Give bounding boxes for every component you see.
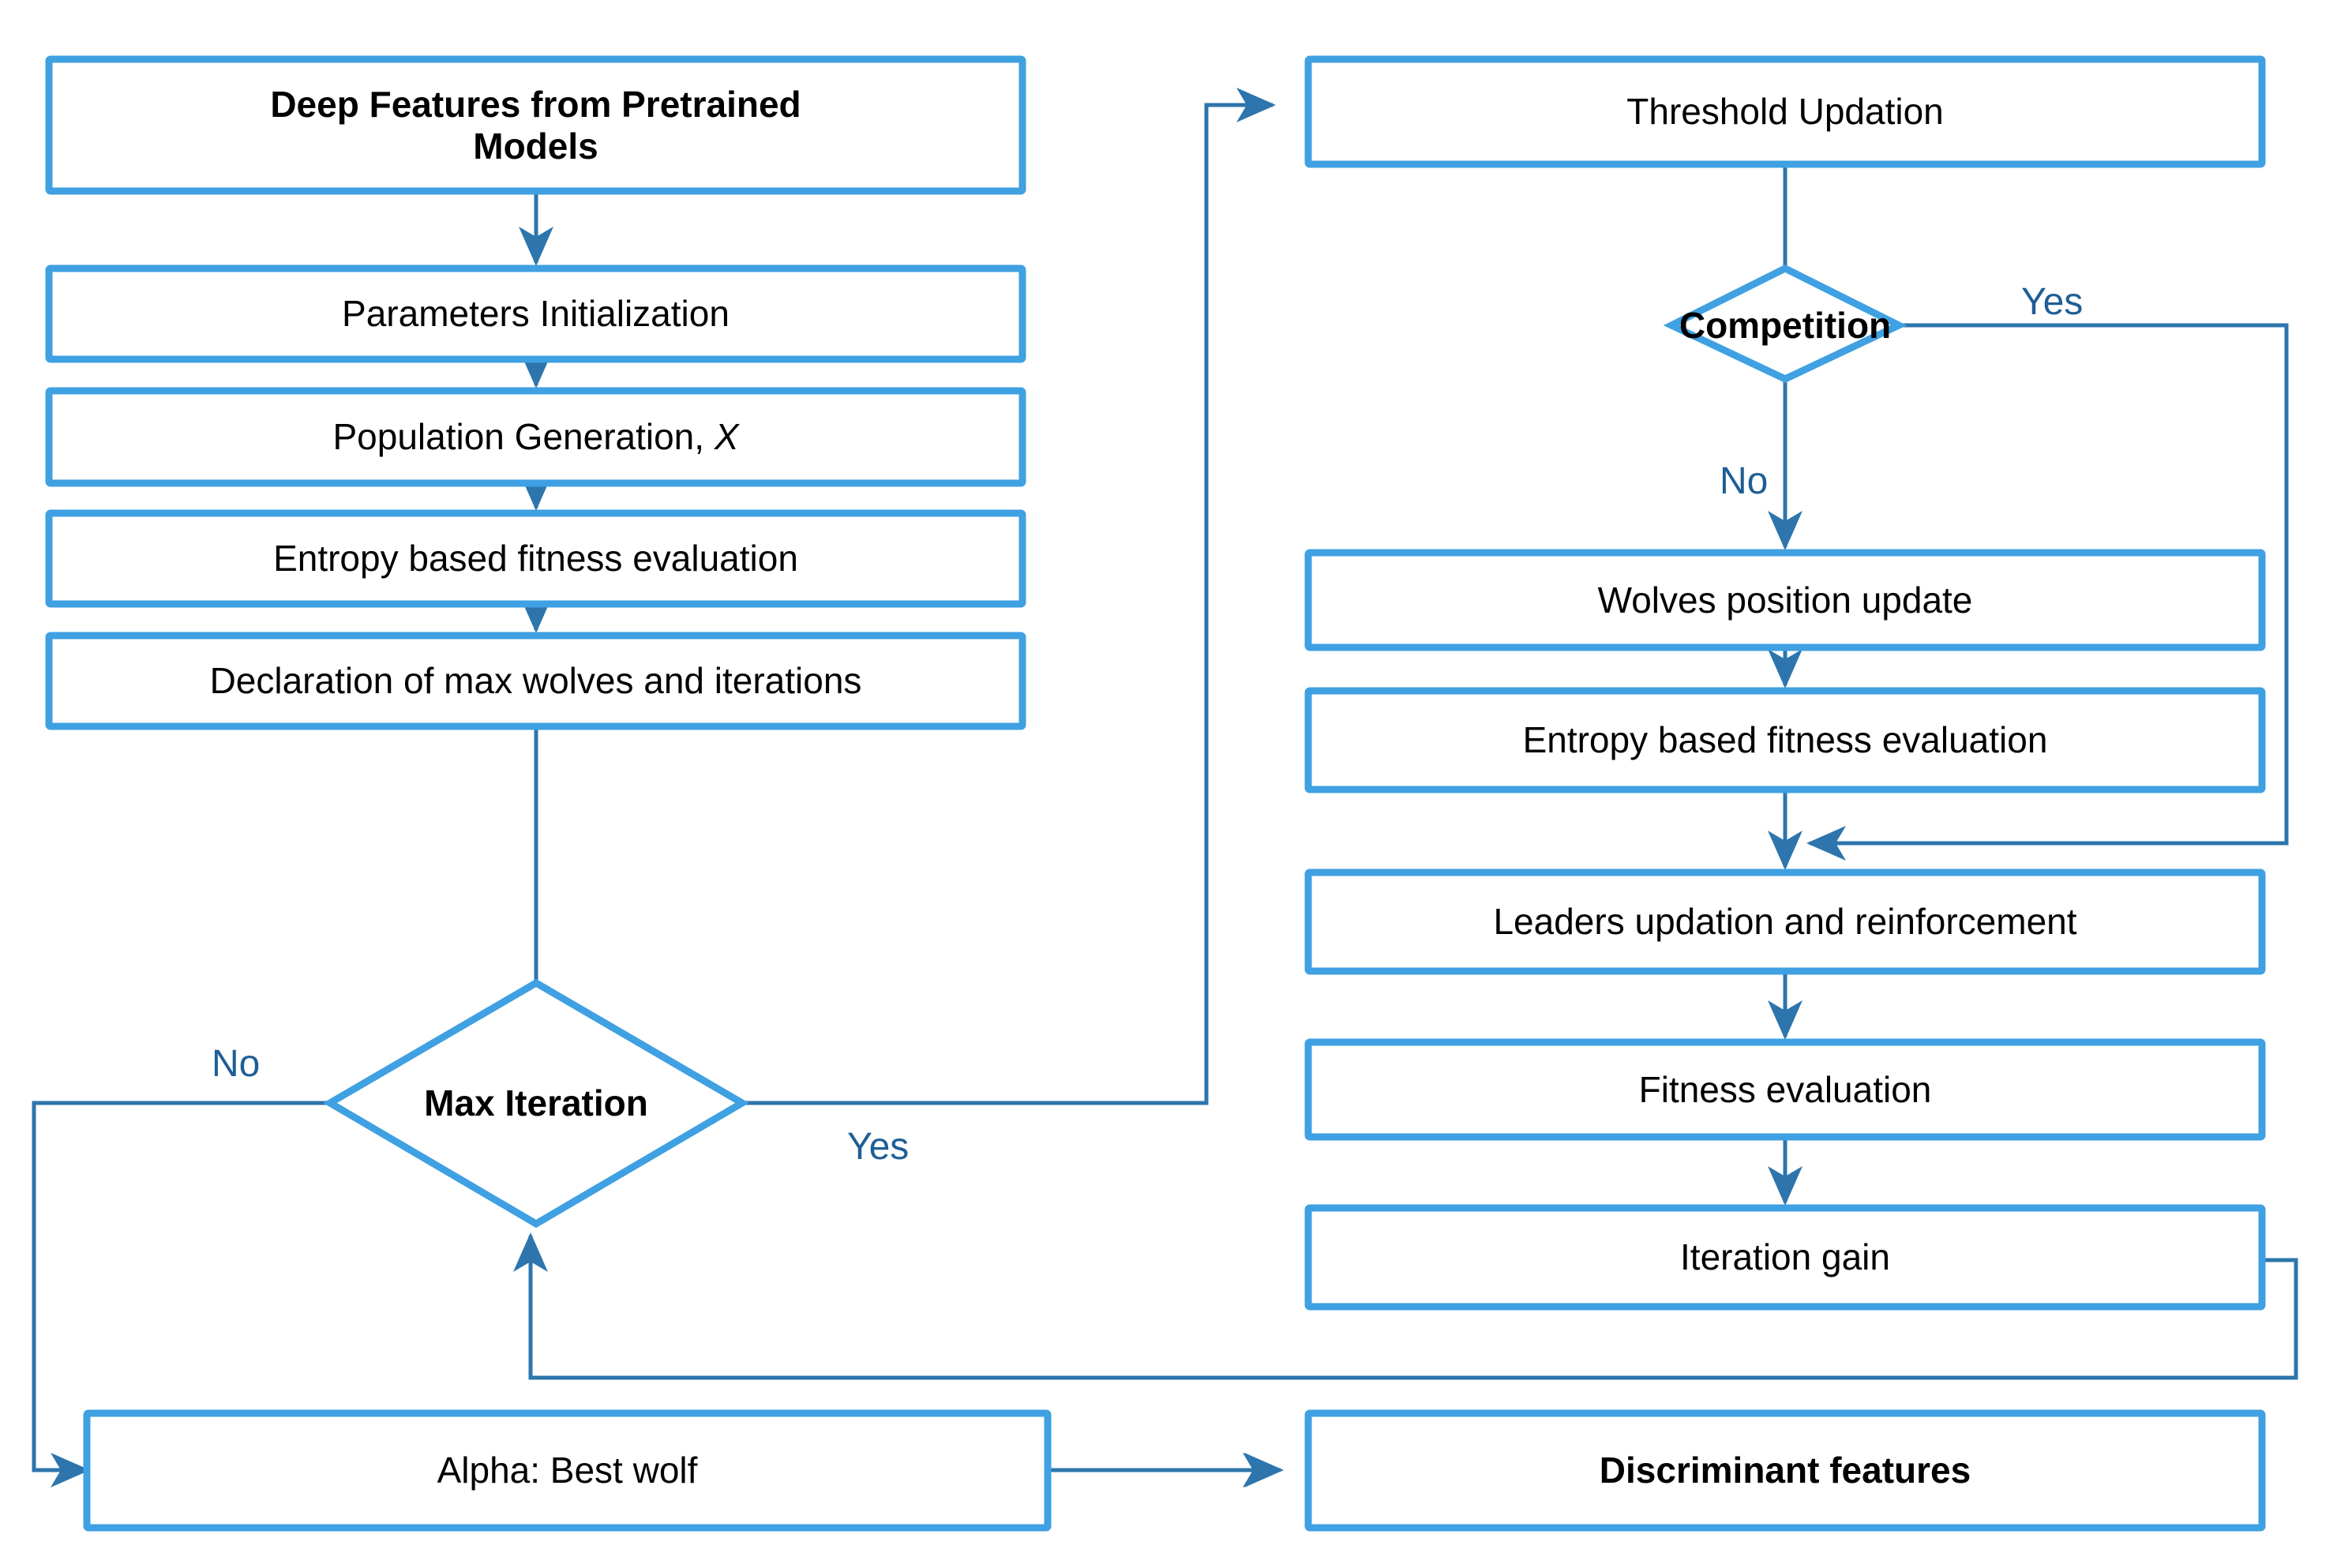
node-population-gen — [45, 387, 1026, 487]
node-wolves-pos — [1304, 549, 2266, 651]
node-params-init — [45, 264, 1026, 363]
branch-label-max-iteration-no: No — [212, 1043, 261, 1085]
edge-iteration-gain-loop — [513, 1232, 2298, 1380]
branch-label-max-iteration-yes: Yes — [847, 1126, 910, 1168]
node-alpha-best-wolf — [83, 1409, 1052, 1532]
node-entropy-fit-1 — [45, 509, 1026, 608]
node-threshold-upd — [1304, 55, 2266, 168]
node-leaders-upd — [1304, 868, 2266, 975]
node-fitness-eval — [1304, 1038, 2266, 1141]
branch-label-competition-yes: Yes — [2021, 281, 2084, 323]
node-iteration-gain — [1304, 1204, 2266, 1311]
edge-loop-to-discriminant — [1263, 1378, 1281, 1470]
edge-competition-yes-to-leaders — [1806, 323, 2289, 861]
node-deep-features — [45, 55, 1026, 195]
edge-maxiter-no-to-alpha — [32, 1101, 330, 1487]
node-max-iteration — [323, 978, 749, 1229]
node-competition — [1663, 264, 1907, 383]
edge-maxiter-yes-to-threshold — [742, 88, 1277, 1105]
branch-label-competition-no: No — [1720, 460, 1769, 502]
node-discriminant — [1304, 1409, 2266, 1532]
node-entropy-fit-2 — [1304, 687, 2266, 793]
node-declaration — [45, 632, 1026, 730]
